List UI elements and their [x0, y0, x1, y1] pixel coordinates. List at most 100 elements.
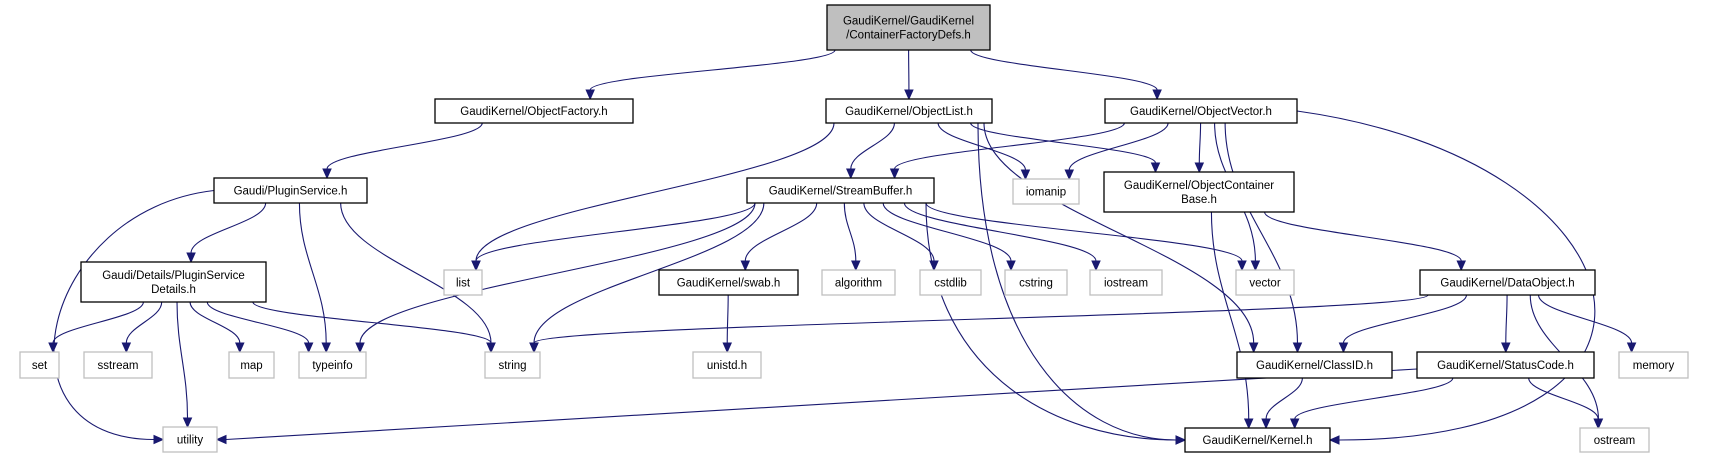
- arrowhead-icon: [1020, 169, 1031, 181]
- edge-line: [125, 301, 163, 344]
- arrowhead-icon: [121, 342, 132, 354]
- node-label: set: [32, 360, 48, 372]
- node-label: cstdlib: [934, 278, 967, 290]
- edge-streambuf-to-vector: [925, 202, 1247, 272]
- edge-line: [533, 294, 1429, 344]
- node-label: vector: [1249, 278, 1280, 290]
- edge-objvector-to-ocbase: [1194, 122, 1205, 174]
- node-box: [1579, 427, 1650, 453]
- edge-objvector-to-streambuf: [889, 122, 1125, 180]
- edge-line: [925, 202, 1177, 441]
- edge-root-to-objlist: [904, 49, 914, 101]
- node-label: GaudiKernel/swab.h: [677, 278, 781, 290]
- node-sstream: sstream: [83, 351, 153, 379]
- edge-line: [53, 189, 215, 441]
- node-root[interactable]: GaudiKernel/GaudiKernel/ContainerFactory…: [826, 4, 991, 51]
- arrowhead-icon: [846, 168, 856, 180]
- arrowhead-icon: [48, 342, 58, 354]
- arrowhead-icon: [471, 260, 481, 272]
- edge-line: [52, 301, 144, 344]
- edge-line: [1068, 122, 1169, 171]
- node-box: [83, 351, 153, 379]
- node-classid[interactable]: GaudiKernel/ClassID.h: [1236, 351, 1393, 379]
- arrowhead-icon: [1250, 260, 1261, 272]
- node-label: cstring: [1019, 278, 1053, 290]
- edge-dataobject-to-string: [529, 294, 1429, 354]
- node-statuscode[interactable]: GaudiKernel/StatusCode.h: [1416, 351, 1595, 379]
- edge-pluginsvc-to-typeinfo: [298, 202, 331, 354]
- arrowhead-icon: [1194, 162, 1205, 174]
- node-box: [658, 269, 799, 296]
- edge-dataobject-to-memory: [1537, 294, 1637, 354]
- edge-objlist-to-classid: [983, 122, 1259, 354]
- node-utility: utility: [162, 426, 218, 453]
- node-objvector[interactable]: GaudiKernel/ObjectVector.h: [1104, 98, 1298, 124]
- node-box: [1236, 351, 1393, 379]
- node-box: [1416, 351, 1595, 379]
- edge-streambuf-to-kernel: [925, 202, 1187, 445]
- node-box: [1089, 269, 1163, 296]
- edge-line: [863, 202, 935, 262]
- node-map: map: [228, 351, 275, 379]
- edge-line: [475, 122, 835, 262]
- edge-line: [726, 294, 729, 344]
- node-box: [1184, 427, 1331, 453]
- arrowhead-icon: [215, 434, 227, 445]
- node-label: list: [456, 278, 471, 290]
- edge-swab-to-unistd: [722, 294, 732, 354]
- node-box: [919, 269, 982, 296]
- arrowhead-icon: [186, 252, 196, 264]
- node-streambuf[interactable]: GaudiKernel/StreamBuffer.h: [746, 177, 935, 204]
- arrowhead-icon: [1006, 260, 1016, 272]
- edge-line: [190, 202, 267, 254]
- node-box: [1012, 178, 1080, 205]
- node-objfactory[interactable]: GaudiKernel/ObjectFactory.h: [434, 98, 634, 124]
- edge-objvector-to-iomanip: [1064, 122, 1169, 181]
- edge-psdetails-to-utility: [176, 301, 193, 429]
- edge-objvector-to-classid: [1224, 122, 1303, 354]
- edge-line: [925, 202, 1243, 262]
- edge-streambuf-to-list: [471, 202, 756, 272]
- node-label: Gaudi/PluginService.h: [234, 186, 348, 198]
- edge-ocbase-to-kernel: [1210, 211, 1254, 430]
- node-pluginsvc[interactable]: Gaudi/PluginService.h: [213, 177, 368, 204]
- node-objlist[interactable]: GaudiKernel/ObjectList.h: [825, 98, 993, 124]
- node-label: sstream: [98, 360, 139, 372]
- node-swab[interactable]: GaudiKernel/swab.h: [658, 269, 799, 296]
- arrowhead-icon: [486, 342, 496, 354]
- arrowhead-icon: [235, 342, 245, 354]
- edge-line: [1265, 377, 1303, 420]
- edge-streambuf-to-cstdlib: [863, 202, 939, 272]
- node-box: [484, 351, 541, 379]
- arrowhead-icon: [1261, 418, 1271, 430]
- arrowhead-icon: [529, 342, 539, 354]
- arrowhead-icon: [322, 168, 332, 180]
- node-dataobject[interactable]: GaudiKernel/DataObject.h: [1419, 269, 1596, 296]
- node-algorithm: algorithm: [821, 269, 896, 296]
- node-unistd: unistd.h: [692, 351, 762, 379]
- node-label: GaudiKernel/ObjectFactory.h: [460, 106, 607, 118]
- node-kernel[interactable]: GaudiKernel/Kernel.h: [1184, 427, 1331, 453]
- node-label: ostream: [1594, 435, 1636, 447]
- node-label: iostream: [1104, 278, 1148, 290]
- edge-classid-to-kernel: [1261, 377, 1303, 430]
- arrowhead-icon: [740, 260, 751, 272]
- arrowhead-icon: [1338, 342, 1349, 354]
- edge-line: [882, 202, 1012, 262]
- arrowhead-icon: [321, 342, 331, 354]
- edge-line: [903, 202, 1097, 262]
- edge-line: [1224, 122, 1299, 344]
- node-label: GaudiKernel/StreamBuffer.h: [769, 186, 913, 198]
- edge-line: [298, 202, 327, 344]
- arrowhead-icon: [1175, 435, 1187, 445]
- arrowhead-icon: [1328, 435, 1340, 445]
- node-box: [692, 351, 762, 379]
- node-label: GaudiKernel/ClassID.h: [1256, 360, 1373, 372]
- edge-line: [850, 122, 895, 170]
- edge-line: [1342, 294, 1468, 344]
- node-box: [80, 261, 267, 303]
- node-box: [1103, 171, 1295, 213]
